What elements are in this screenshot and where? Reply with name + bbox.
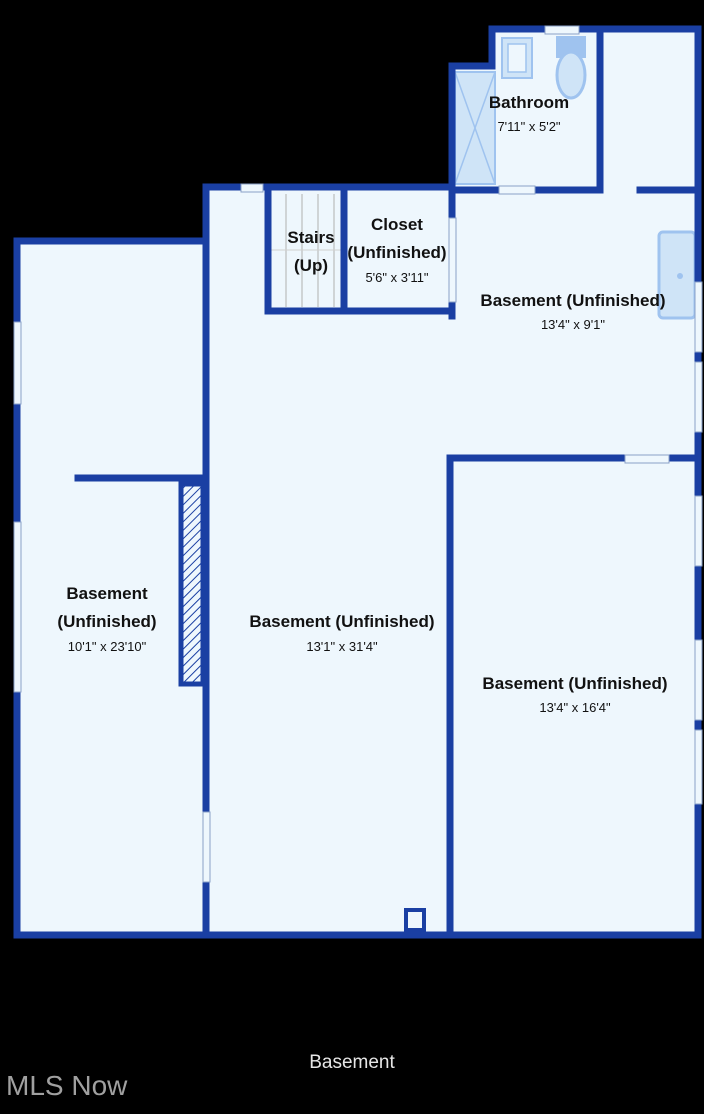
watermark-logo: MLS Now [6, 1070, 128, 1101]
room-name-line2: (Unfinished) [347, 243, 446, 262]
windows [13, 25, 703, 883]
room-basement-w: Basement (Unfinished) 10'1" x 23'10" [57, 584, 156, 654]
toilet-icon [555, 36, 587, 100]
room-basement-c: Basement (Unfinished) 13'1" x 31'4" [249, 612, 434, 654]
room-dimensions: 13'4" x 16'4" [539, 700, 611, 715]
room-name: Basement (Unfinished) [249, 612, 434, 631]
room-basement-se: Basement (Unfinished) 13'4" x 16'4" [482, 674, 667, 715]
floor-fill [18, 32, 698, 934]
room-dimensions: 10'1" x 23'10" [68, 639, 147, 654]
room-name: Closet [371, 215, 423, 234]
chimney-hatch [178, 481, 206, 687]
room-name: Basement (Unfinished) [480, 291, 665, 310]
room-name: Bathroom [489, 93, 569, 112]
room-name: Basement [66, 584, 148, 603]
room-name-line2: (Up) [294, 256, 328, 275]
room-name-line2: (Unfinished) [57, 612, 156, 631]
stairs-icon [270, 194, 342, 307]
room-name: Basement (Unfinished) [482, 674, 667, 693]
room-name: Stairs [287, 228, 334, 247]
room-stairs: Stairs (Up) [287, 228, 334, 275]
room-basement-ne: Basement (Unfinished) 13'4" x 9'1" [480, 291, 665, 332]
sink-icon [501, 37, 533, 79]
support-post [404, 908, 426, 932]
room-dimensions: 5'6" x 3'11" [365, 270, 428, 285]
shower-icon [454, 71, 496, 185]
room-closet: Closet (Unfinished) 5'6" x 3'11" [347, 215, 446, 285]
floor-label: Basement [309, 1052, 395, 1073]
room-dimensions: 13'4" x 9'1" [541, 317, 605, 332]
room-bathroom: Bathroom 7'11" x 5'2" [489, 93, 569, 134]
room-dimensions: 13'1" x 31'4" [306, 639, 378, 654]
walls [13, 25, 702, 939]
room-dimensions: 7'11" x 5'2" [497, 119, 560, 134]
